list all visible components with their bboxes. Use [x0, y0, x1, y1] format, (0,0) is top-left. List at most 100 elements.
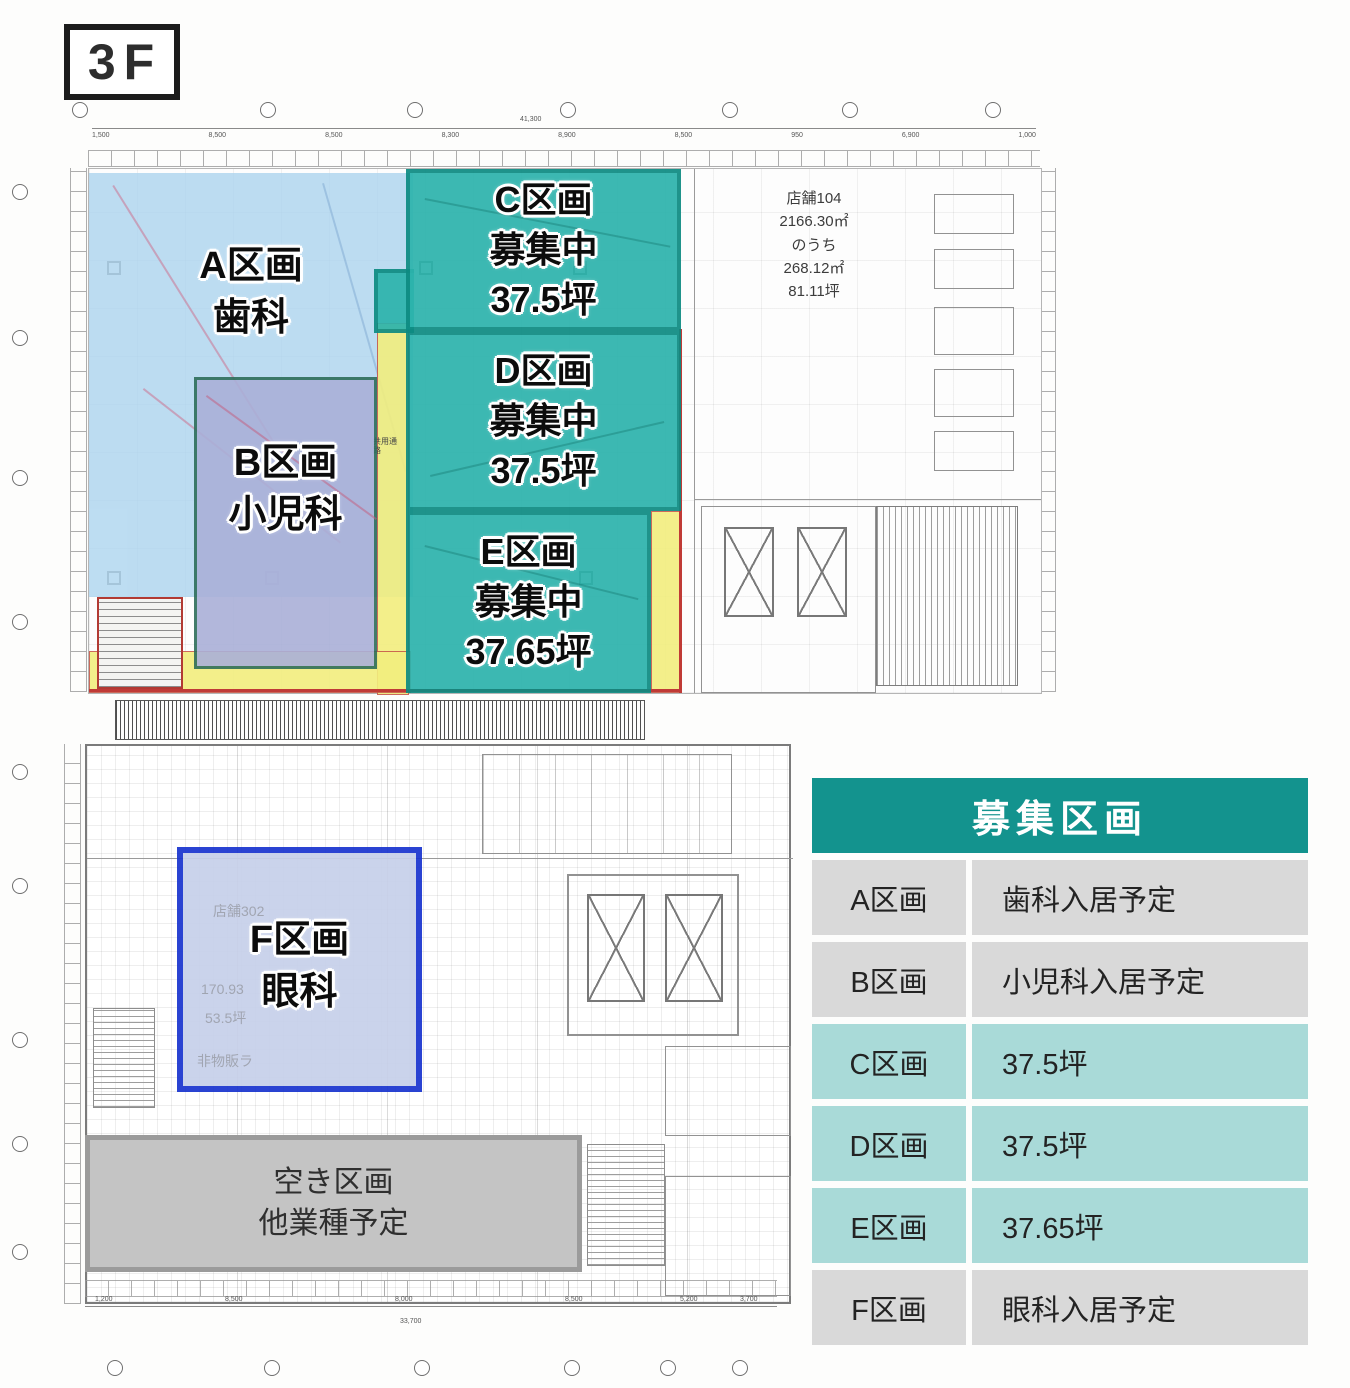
elevator-shaft — [665, 894, 723, 1002]
leasing-table-title: 募集区画 — [971, 799, 1148, 841]
grid-axis-marker — [12, 330, 28, 346]
elevator-core — [567, 874, 739, 1036]
dimension-value: 950 — [791, 132, 803, 139]
grid-axis-marker — [107, 1360, 123, 1376]
grid-axis-marker — [660, 1360, 676, 1376]
dimension-value: 1,000 — [1018, 132, 1036, 139]
grid-axis-marker — [12, 470, 28, 486]
grid-axis-marker — [260, 102, 276, 118]
plan-wall — [694, 499, 1041, 500]
zone-f-underlay-text: 53.5坪 — [205, 1010, 247, 1026]
vacant-zone-overlay: 空き区画 他業種予定 — [85, 1135, 582, 1272]
dimension-value: 8,500 — [674, 132, 693, 139]
grid-axis-marker — [414, 1360, 430, 1376]
grid-axis-marker — [12, 764, 28, 780]
zone-c-overlay — [406, 169, 681, 331]
grid-axis-marker — [564, 1360, 580, 1376]
restroom-block — [482, 754, 732, 854]
stairs — [587, 1144, 665, 1266]
grid-axis-marker — [12, 184, 28, 200]
grid-axis-marker — [264, 1360, 280, 1376]
grid-axis-marker — [72, 102, 88, 118]
dimension-value: 8,500 — [325, 132, 343, 139]
lease-boundary-line — [89, 689, 682, 692]
bottom-tick-strip — [85, 1280, 777, 1297]
table-cell-detail: 37.5坪 — [972, 1106, 1308, 1181]
dimension-value: 8,900 — [558, 132, 576, 139]
plan-line — [424, 545, 639, 601]
bottom-total-dimension: 33,700 — [400, 1318, 422, 1325]
lease-boundary-line — [679, 329, 682, 693]
zone-e-overlay — [406, 511, 651, 693]
plan-wall — [687, 746, 688, 1302]
grid-axis-marker — [722, 102, 738, 118]
top-dimension-line — [92, 128, 1036, 129]
top-total-dimension: 41,300 — [520, 116, 542, 123]
grid-axis-marker — [842, 102, 858, 118]
elevator-shaft — [724, 527, 774, 617]
vacant-zone-label: 空き区画 — [273, 1166, 394, 1199]
plan-wall — [537, 746, 538, 1302]
right-tick-strip — [1040, 168, 1056, 692]
hatched-terrace — [876, 506, 1018, 686]
dimension-value: 6,900 — [901, 132, 920, 139]
corridor-hatch-strip — [115, 700, 645, 740]
bottom-dimension-line — [85, 1306, 777, 1307]
dimension-value: 8,500 — [225, 1296, 243, 1303]
grid-axis-marker — [985, 102, 1001, 118]
corridor-strip — [377, 323, 409, 695]
table-row: F区画眼科入居予定 — [812, 1270, 1308, 1345]
service-room — [665, 1176, 791, 1296]
corridor-strip — [651, 511, 681, 693]
service-room — [934, 194, 1014, 234]
plan-wall — [87, 858, 793, 859]
floor-label: 3F — [87, 34, 163, 90]
table-cell-detail: 眼科入居予定 — [972, 1270, 1308, 1345]
table-row: A区画歯科入居予定 — [812, 860, 1308, 935]
table-cell-zone: F区画 — [812, 1270, 966, 1345]
table-cell-zone: C区画 — [812, 1024, 966, 1099]
dimension-value: 8,300 — [441, 132, 460, 139]
grid-axis-marker — [732, 1360, 748, 1376]
elevator-lobby — [701, 506, 876, 693]
top-tick-strip — [88, 150, 1040, 167]
table-cell-detail: 37.5坪 — [972, 1024, 1308, 1099]
plan-line — [424, 198, 671, 248]
service-room — [665, 1046, 791, 1136]
upper-floor-plan: A区画 歯科 共用通路 B区画 小児科 C区画 募集中 37.5坪 — [88, 168, 1042, 695]
zone-f-underlay-text: 170.93 — [201, 981, 244, 997]
left-tick-strip-upper — [70, 168, 87, 692]
stairs — [97, 597, 183, 689]
elevator-shaft — [797, 527, 847, 617]
leasing-table-header: 募集区画 — [812, 778, 1308, 853]
grid-axis-marker — [12, 1032, 28, 1048]
zone-f-overlay: 店舗302 170.93 53.5坪 非物販ラ — [177, 847, 422, 1092]
grid-axis-marker — [12, 1136, 28, 1152]
zone-d-overlay — [406, 331, 681, 511]
service-room — [934, 249, 1014, 289]
plan-line — [430, 421, 665, 477]
table-cell-detail: 37.65坪 — [972, 1188, 1308, 1263]
dimension-value: 5,200 — [680, 1296, 698, 1303]
plan-wall — [694, 169, 695, 693]
table-cell-zone: E区画 — [812, 1188, 966, 1263]
grid-axis-marker — [407, 102, 423, 118]
table-row: B区画小児科入居予定 — [812, 942, 1308, 1017]
grid-axis-marker — [12, 878, 28, 894]
zone-f-underlay-text: 店舗302 — [213, 903, 265, 919]
service-room — [934, 431, 1014, 471]
plan-line — [205, 395, 377, 521]
zone-f-underlay-text: 非物販ラ — [197, 1053, 253, 1069]
zone-b-overlay — [194, 377, 377, 669]
grid-axis-marker — [560, 102, 576, 118]
corridor-label: 共用通路 — [373, 437, 397, 456]
stairs — [93, 1008, 155, 1108]
